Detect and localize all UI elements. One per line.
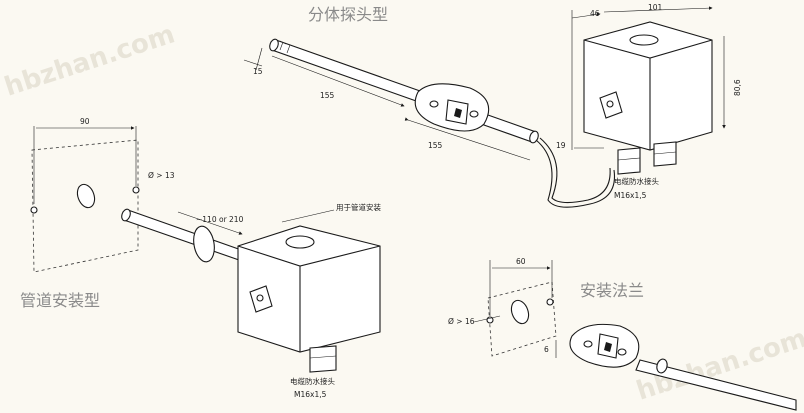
split-probe-assembly: 15 155 155 (243, 38, 616, 208)
label-thread-top: M16x1,5 (614, 191, 647, 200)
dim-insertion-length: ~110 or 210 (196, 215, 244, 224)
dim-19: 19 (556, 141, 566, 150)
dim-hole-16: Ø > 16 (448, 317, 475, 326)
label-for-duct-mount: 用于管道安装 (336, 202, 381, 212)
dim-90: 90 (80, 117, 90, 126)
split-probe-enclosure: 46 101 80,6 19 电缆防水接头 M16x1,5 (556, 3, 742, 200)
label-cable-gland-top: 电缆防水接头 (614, 176, 659, 186)
watermark-left: hbzhan.com (1, 19, 179, 102)
dim-6: 6 (544, 345, 549, 354)
label-thread-left: M16x1,5 (294, 390, 327, 399)
dim-hole-13: Ø > 13 (148, 171, 175, 180)
dim-probe-diameter: 15 (253, 67, 263, 76)
title-split-probe: 分体探头型 (308, 5, 388, 24)
dim-width-101: 101 (648, 3, 663, 12)
duct-mount-enclosure: 电缆防水接头 M16x1,5 (237, 225, 381, 399)
dim-probe-length-2: 155 (428, 141, 443, 150)
dim-height-80-6: 80,6 (733, 79, 742, 96)
title-flange-mount: 安装法兰 (580, 281, 644, 300)
duct-mount-assembly: 90 Ø > 13 ~110 or 210 用于管道安装 (30, 117, 381, 273)
dim-probe-length-1: 155 (320, 91, 335, 100)
title-duct-mount: 管道安装型 (20, 291, 100, 310)
dim-depth-46: 46 (590, 9, 600, 18)
flange-mount-assembly: 60 Ø > 16 6 (448, 257, 797, 411)
label-cable-gland-left: 电缆防水接头 (290, 376, 335, 386)
dim-60: 60 (516, 257, 526, 266)
